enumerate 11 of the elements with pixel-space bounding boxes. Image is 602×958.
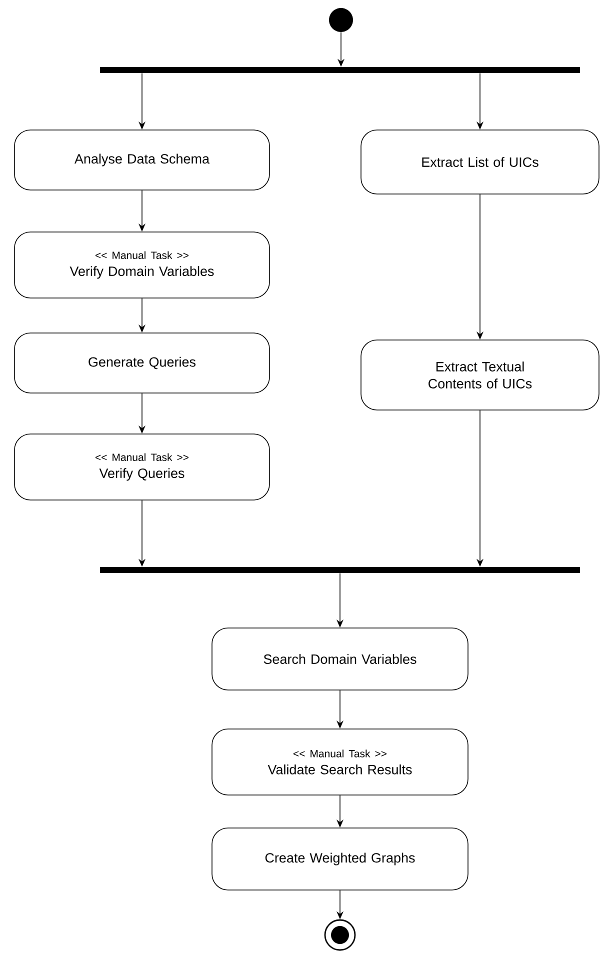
action-box: << Manual Task >> Validate Search Results <box>212 728 468 796</box>
action-box: Extract List of UICs <box>360 130 600 194</box>
start-dot <box>329 8 353 32</box>
action-box: Analyse Data Schema <box>14 130 270 190</box>
action-box: << Manual Task >> Verify Domain Variables <box>14 232 270 298</box>
end-dot <box>324 919 356 951</box>
action-box: Extract Textual Contents of UICs <box>360 340 600 410</box>
action-box: Search Domain Variables <box>212 628 468 690</box>
action-box: Create Weighted Graphs <box>212 828 468 890</box>
action-box: Generate Queries <box>14 332 270 394</box>
action-box: << Manual Task >> Verify Queries <box>14 434 270 500</box>
